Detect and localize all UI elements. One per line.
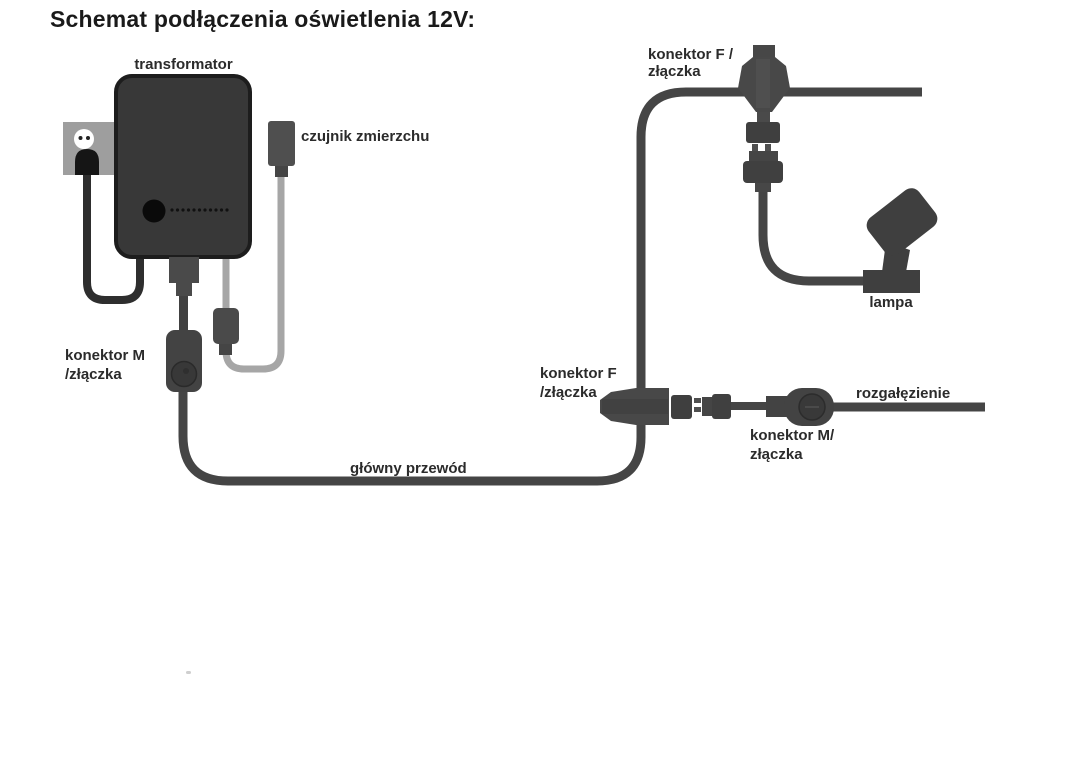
- label-konektor-m-mid: konektor M/złączka: [750, 426, 834, 464]
- socket-hole-right: [86, 136, 90, 140]
- label-transformator: transformator: [134, 56, 233, 73]
- socket-outlet: [74, 129, 94, 149]
- coupler-mid: [671, 394, 768, 419]
- lamp-head: [866, 188, 938, 256]
- label-konektor-m-left-line2: /złączka: [65, 366, 122, 383]
- label-konektor-f-top-line1: konektor F /: [648, 46, 734, 63]
- konektor-f-mid-device: [600, 388, 669, 425]
- transformer-markings: [170, 208, 229, 212]
- label-glowny-przewod: główny przewód: [350, 460, 467, 477]
- coupler-mid-pin-bottom: [694, 407, 701, 412]
- label-konektor-f-mid: konektor F/złączka: [540, 364, 617, 402]
- coupler-top-male-plug: [743, 161, 783, 183]
- label-czujnik-zmierzchu: czujnik zmierzchu: [301, 128, 430, 145]
- konektor-m-left-dial: [170, 360, 198, 388]
- transformer-output-plug: [169, 257, 199, 334]
- transformer-body: [114, 74, 252, 259]
- coupler-mid-male-plug: [712, 394, 731, 419]
- main-cable: [178, 87, 922, 486]
- label-konektor-f-top: konektor F /złączka: [648, 46, 733, 80]
- power-plug: [75, 149, 99, 175]
- coupler-top-pin-right: [765, 144, 771, 151]
- lamp-base: [863, 270, 920, 293]
- label-konektor-f-top-line2: złączka: [648, 63, 701, 80]
- label-konektor-m-left-line1: konektor M: [65, 347, 146, 364]
- lamp-device: [863, 188, 938, 293]
- coupler-top-pin-left: [752, 144, 758, 151]
- power-cable: [83, 172, 144, 304]
- label-konektor-f-mid-line1: konektor F: [540, 365, 617, 382]
- konektor-m-mid-device: [766, 388, 834, 426]
- socket-hole-left: [78, 136, 83, 140]
- dusk-sensor-plug: [213, 308, 239, 355]
- dusk-sensor-cable: [222, 172, 285, 373]
- transformer-knob: [142, 199, 166, 223]
- lamp-cable: [758, 190, 866, 286]
- label-rozgalezienie: rozgałęzienie: [856, 385, 951, 402]
- coupler-mid-nut: [671, 395, 692, 419]
- label-konektor-f-mid-line2: /złączka: [540, 384, 597, 401]
- konektor-f-top-device: [738, 45, 790, 112]
- konektor-m-left-device: [166, 330, 202, 392]
- label-lampa: lampa: [869, 294, 913, 311]
- label-konektor-m-mid-line2: złączka: [750, 446, 803, 463]
- coupler-mid-pin-top: [694, 398, 701, 403]
- diagram-title: Schemat podłączenia oświetlenia 12V:: [50, 6, 476, 32]
- dusk-sensor-device: [268, 121, 295, 177]
- stray-mark: [186, 671, 191, 674]
- label-konektor-m-left: konektor M/złączka: [65, 346, 145, 384]
- label-konektor-m-mid-line1: konektor M/: [750, 427, 835, 444]
- coupler-top: [743, 112, 783, 192]
- transformer-device: [114, 74, 252, 259]
- coupler-top-nut: [746, 122, 780, 143]
